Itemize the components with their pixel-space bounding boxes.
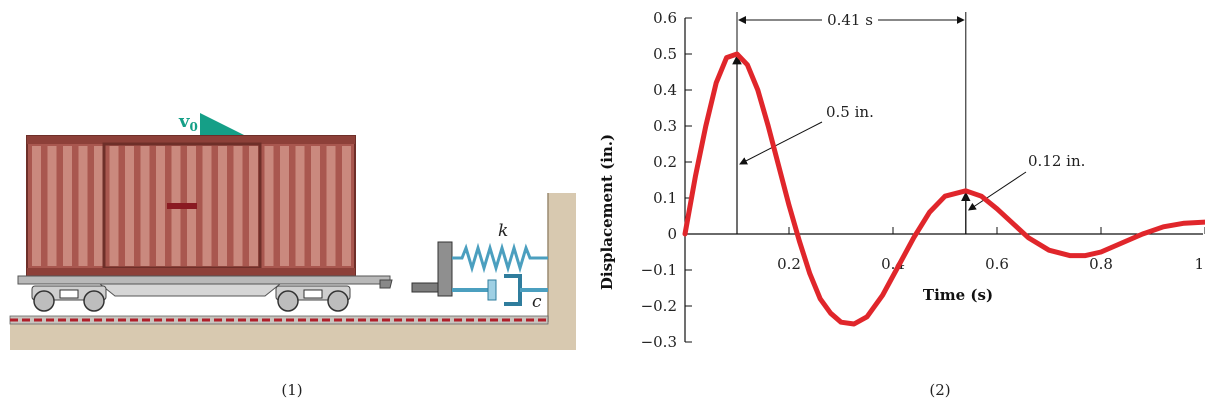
x-tick-label: 0.6 [985, 255, 1009, 273]
y-tick-label: 0.6 [653, 9, 677, 27]
car-rib [47, 146, 57, 266]
car-rib [326, 146, 336, 266]
spring-label: k [498, 221, 508, 241]
figure2-caption: (2) [929, 381, 950, 399]
car-rib [311, 146, 320, 266]
chart-axes [684, 18, 1203, 342]
car-side-ribs [32, 146, 351, 266]
car-rib [280, 146, 289, 266]
x-tick-label: 0.2 [777, 255, 801, 273]
peak2-annotation: 0.12 in. [1028, 152, 1085, 170]
railcar-figure: v0 [9, 111, 576, 399]
car-rib [233, 146, 243, 266]
y-tick-label: −0.2 [641, 297, 677, 315]
rail-track [9, 315, 549, 325]
railcar-underframe [17, 275, 393, 297]
velocity-arrow: v0 [133, 111, 250, 163]
y-tick-label: −0.3 [641, 333, 677, 351]
car-rib [249, 146, 258, 266]
y-tick-label: 0.3 [653, 117, 677, 135]
peak1-annotation: 0.5 in. [826, 103, 874, 121]
car-rib [125, 146, 134, 266]
y-tick-label: 0.2 [653, 153, 677, 171]
car-rib [32, 146, 41, 266]
car-rib [218, 146, 227, 266]
car-rib [94, 146, 103, 266]
spring-icon [452, 242, 548, 274]
car-rib [109, 146, 119, 266]
car-rib [295, 146, 305, 266]
y-tick-label: −0.1 [641, 261, 677, 279]
front-truck [31, 285, 107, 312]
y-tick-label: 0 [667, 225, 677, 243]
rear-truck [275, 285, 351, 312]
figure1-caption: (1) [281, 381, 302, 399]
peak1-leader [739, 121, 823, 165]
car-rib [202, 146, 212, 266]
velocity-label: v [178, 111, 190, 132]
car-rib [78, 146, 88, 266]
bumper-assembly [411, 241, 548, 306]
x-axis-label: Time (s) [923, 286, 993, 304]
displacement-series-line [682, 51, 1205, 327]
peak2-leader [967, 171, 1027, 211]
y-axis-label: Displacement (in.) [598, 134, 616, 290]
annotation-guides [732, 12, 1027, 234]
period-annotation: 0.41 s [827, 11, 873, 29]
y-tick-label: 0.4 [653, 81, 677, 99]
car-rib [156, 146, 165, 266]
door-handle [167, 203, 197, 209]
damper-icon [452, 274, 548, 306]
svg-text:v0: v0 [178, 111, 198, 134]
velocity-subscript: 0 [189, 120, 197, 134]
railcar-body [26, 135, 356, 277]
y-tick-label: 0.5 [653, 45, 677, 63]
damper-label: c [532, 292, 542, 312]
car-rib [342, 146, 351, 266]
x-tick-label: 1 [1194, 255, 1204, 273]
x-tick-label: 0.8 [1089, 255, 1113, 273]
y-axis-ticks: 0.6 0.5 0.4 0.3 0.2 0.1 0 −0.1 −0.2 −0.3 [641, 9, 692, 351]
y-tick-label: 0.1 [653, 189, 677, 207]
ground-and-wall [10, 193, 576, 350]
displacement-chart: 0.6 0.5 0.4 0.3 0.2 0.1 0 −0.1 −0.2 −0.3 0.2 0.4 0.… [598, 9, 1205, 399]
car-rib [63, 146, 72, 266]
car-rib [264, 146, 274, 266]
car-rib [140, 146, 150, 266]
